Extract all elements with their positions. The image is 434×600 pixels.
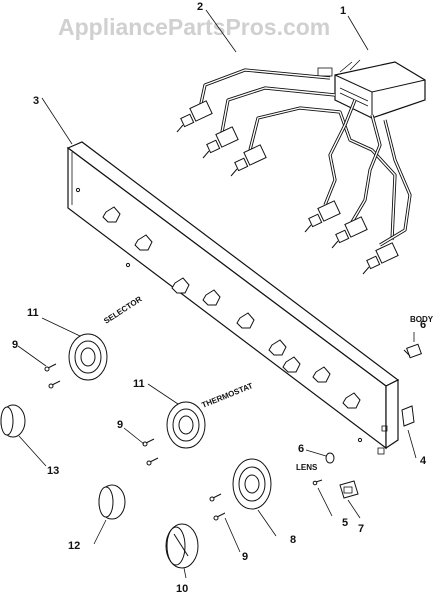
callout-9-b: 9 [117,419,123,431]
burner-valve-6 [362,242,399,275]
selector-bezel-part [68,333,108,381]
control-panel-part [66,141,400,455]
burner-valve-1 [176,100,213,133]
callout-7: 7 [358,523,364,535]
callout-6-body: 6 [420,319,426,331]
callout-11-a: 11 [27,307,39,319]
callout-4: 4 [420,455,427,467]
watermark-text: AppliancePartsPros.com [58,14,330,40]
callout-9-c: 9 [242,551,248,563]
leader-lines [17,9,417,579]
bracket-part-4 [401,405,415,427]
burner-valve-2 [202,126,239,159]
callout-9-a: 9 [12,339,18,351]
body-label: BODY [410,315,434,324]
bezel-part-8 [232,458,272,510]
screw-part-5 [312,479,323,486]
tubing-harness-part [198,68,412,247]
burner-valve-4 [304,200,341,233]
switch-part-7 [339,480,359,499]
callout-12: 12 [68,540,80,552]
callout-1: 1 [340,5,346,17]
callout-2: 2 [197,1,203,13]
knob-part-10 [165,523,199,569]
callout-numbers: 1 2 3 4 5 6 6 7 8 9 9 9 10 11 11 12 13 [12,1,427,595]
burner-valve-3 [230,144,267,177]
knob-part-13 [0,404,26,438]
burner-valve-5 [331,216,368,249]
callout-6-lens: 6 [298,443,304,455]
callout-8: 8 [290,534,296,546]
panel-holes [102,206,361,409]
lens-label: LENS [296,463,318,472]
lens-part [325,452,335,464]
body-lamp-part [403,343,422,359]
knob-part-12 [98,484,126,520]
callout-5: 5 [342,517,348,529]
callout-11-b: 11 [133,378,145,390]
junction-box-part [317,59,426,119]
thermostat-bezel-part [166,401,206,449]
screws-part [44,363,226,521]
thermostat-label: THERMOSTAT [200,381,254,410]
selector-label: SELECTOR [102,294,143,325]
callout-3: 3 [33,95,39,107]
callout-13: 13 [47,465,59,477]
callout-10: 10 [176,583,188,595]
